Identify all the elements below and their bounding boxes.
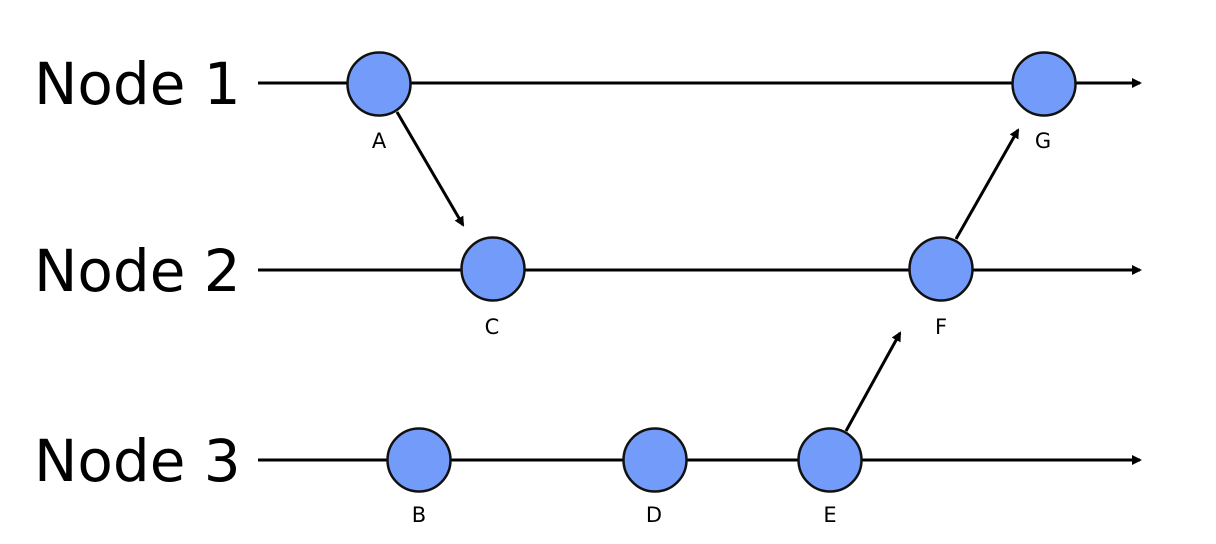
event-a-label: A [372,129,387,153]
message-e-to-f [844,331,902,432]
event-b-label: B [412,503,426,527]
event-b [386,427,452,493]
event-c [460,236,526,302]
event-a [346,51,412,117]
event-f-label: F [935,315,947,339]
node-3-label: Node 3 [34,427,241,495]
event-d [622,427,688,493]
event-c-label: C [485,315,500,339]
node-1-label: Node 1 [34,50,241,118]
event-g [1011,51,1077,117]
event-e-label: E [823,503,836,527]
event-d-label: D [646,503,662,527]
event-e [797,427,863,493]
event-g-label: G [1035,129,1051,153]
message-f-to-g [954,128,1020,240]
message-a-to-c [395,111,465,227]
node-2-label: Node 2 [34,237,241,305]
event-f [908,236,974,302]
